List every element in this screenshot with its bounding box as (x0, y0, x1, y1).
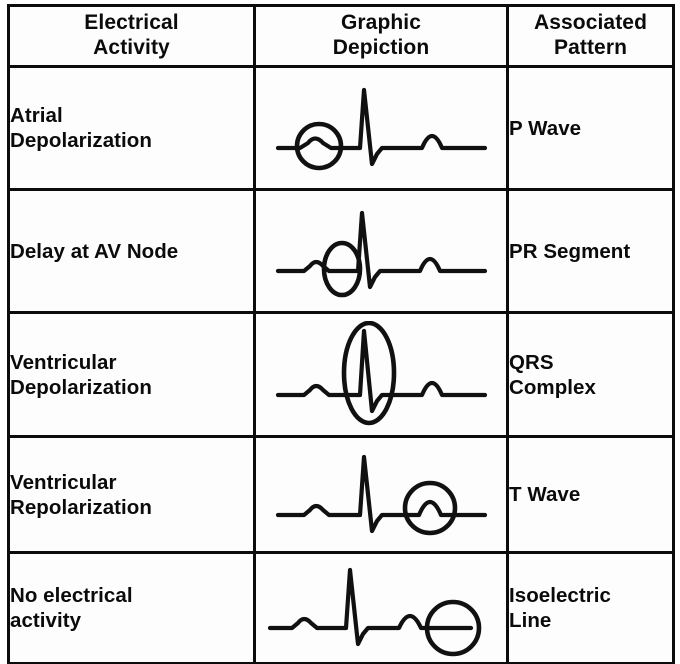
cell-graphic-depiction (253, 551, 509, 664)
header-line: Graphic (340, 11, 422, 35)
ecg-waveform-p-wave-circled-icon (256, 78, 506, 178)
table-row: Atrial Depolarization P Wave (7, 65, 675, 191)
ecg-reference-table: Electrical Activity Graphic Depiction As… (7, 4, 675, 664)
activity-line: Depolarization (10, 375, 152, 399)
table-row: No electrical activity Isoelectric Line (7, 551, 675, 664)
table-row: Delay at AV Node PR Segment (7, 188, 675, 314)
pattern-line: T Wave (509, 483, 581, 506)
activity-line: Delay at AV Node (10, 239, 179, 263)
pattern-line: Isoelectric (509, 584, 611, 607)
pattern-line: Line (509, 609, 552, 632)
table-header: Electrical Activity Graphic Depiction As… (7, 4, 675, 68)
ecg-waveform-pr-segment-circled-icon (256, 201, 506, 301)
table-row: Ventricular Repolarization T Wave (7, 435, 675, 554)
column-header-associated-pattern: Associated Pattern (506, 4, 675, 68)
cell-graphic-depiction (253, 188, 509, 314)
header-row: Electrical Activity Graphic Depiction As… (7, 4, 675, 68)
cell-associated-pattern: PR Segment (506, 188, 675, 314)
header-line: Pattern (553, 36, 628, 59)
activity-line: Ventricular (10, 350, 117, 374)
activity-line: Repolarization (10, 495, 152, 519)
header-line: Depiction (332, 36, 430, 59)
activity-line: No electrical (10, 584, 133, 607)
activity-line: Atrial (10, 104, 63, 127)
cell-associated-pattern: Isoelectric Line (506, 551, 675, 664)
pattern-line: Complex (509, 375, 596, 399)
cell-graphic-depiction (253, 435, 509, 554)
ecg-waveform-qrs-complex-circled-icon (256, 320, 506, 429)
pattern-line: PR Segment (509, 239, 631, 263)
column-header-graphic-depiction: Graphic Depiction (253, 4, 509, 68)
cell-electrical-activity: Delay at AV Node (7, 188, 256, 314)
header-line: Electrical (84, 11, 179, 35)
cell-electrical-activity: Ventricular Repolarization (7, 435, 256, 554)
table-body: Atrial Depolarization P Wave (7, 65, 675, 664)
ecg-waveform-isoelectric-line-circled-icon (256, 558, 506, 658)
pattern-line: P Wave (509, 116, 582, 140)
cell-electrical-activity: Atrial Depolarization (7, 65, 256, 191)
header-line: Activity (93, 36, 170, 59)
table-row: Ventricular Depolarization QRS Complex (7, 311, 675, 438)
column-header-electrical-activity: Electrical Activity (7, 4, 256, 68)
cell-electrical-activity: No electrical activity (7, 551, 256, 664)
activity-line: activity (10, 609, 82, 632)
cell-associated-pattern: P Wave (506, 65, 675, 191)
cell-electrical-activity: Ventricular Depolarization (7, 311, 256, 438)
cell-associated-pattern: QRS Complex (506, 311, 675, 438)
activity-line: Ventricular (10, 470, 117, 494)
header-line: Associated (533, 11, 648, 35)
pattern-line: QRS (509, 350, 554, 374)
activity-line: Depolarization (10, 129, 152, 152)
cell-associated-pattern: T Wave (506, 435, 675, 554)
cell-graphic-depiction (253, 311, 509, 438)
cell-graphic-depiction (253, 65, 509, 191)
ecg-waveform-t-wave-circled-icon (256, 445, 506, 545)
